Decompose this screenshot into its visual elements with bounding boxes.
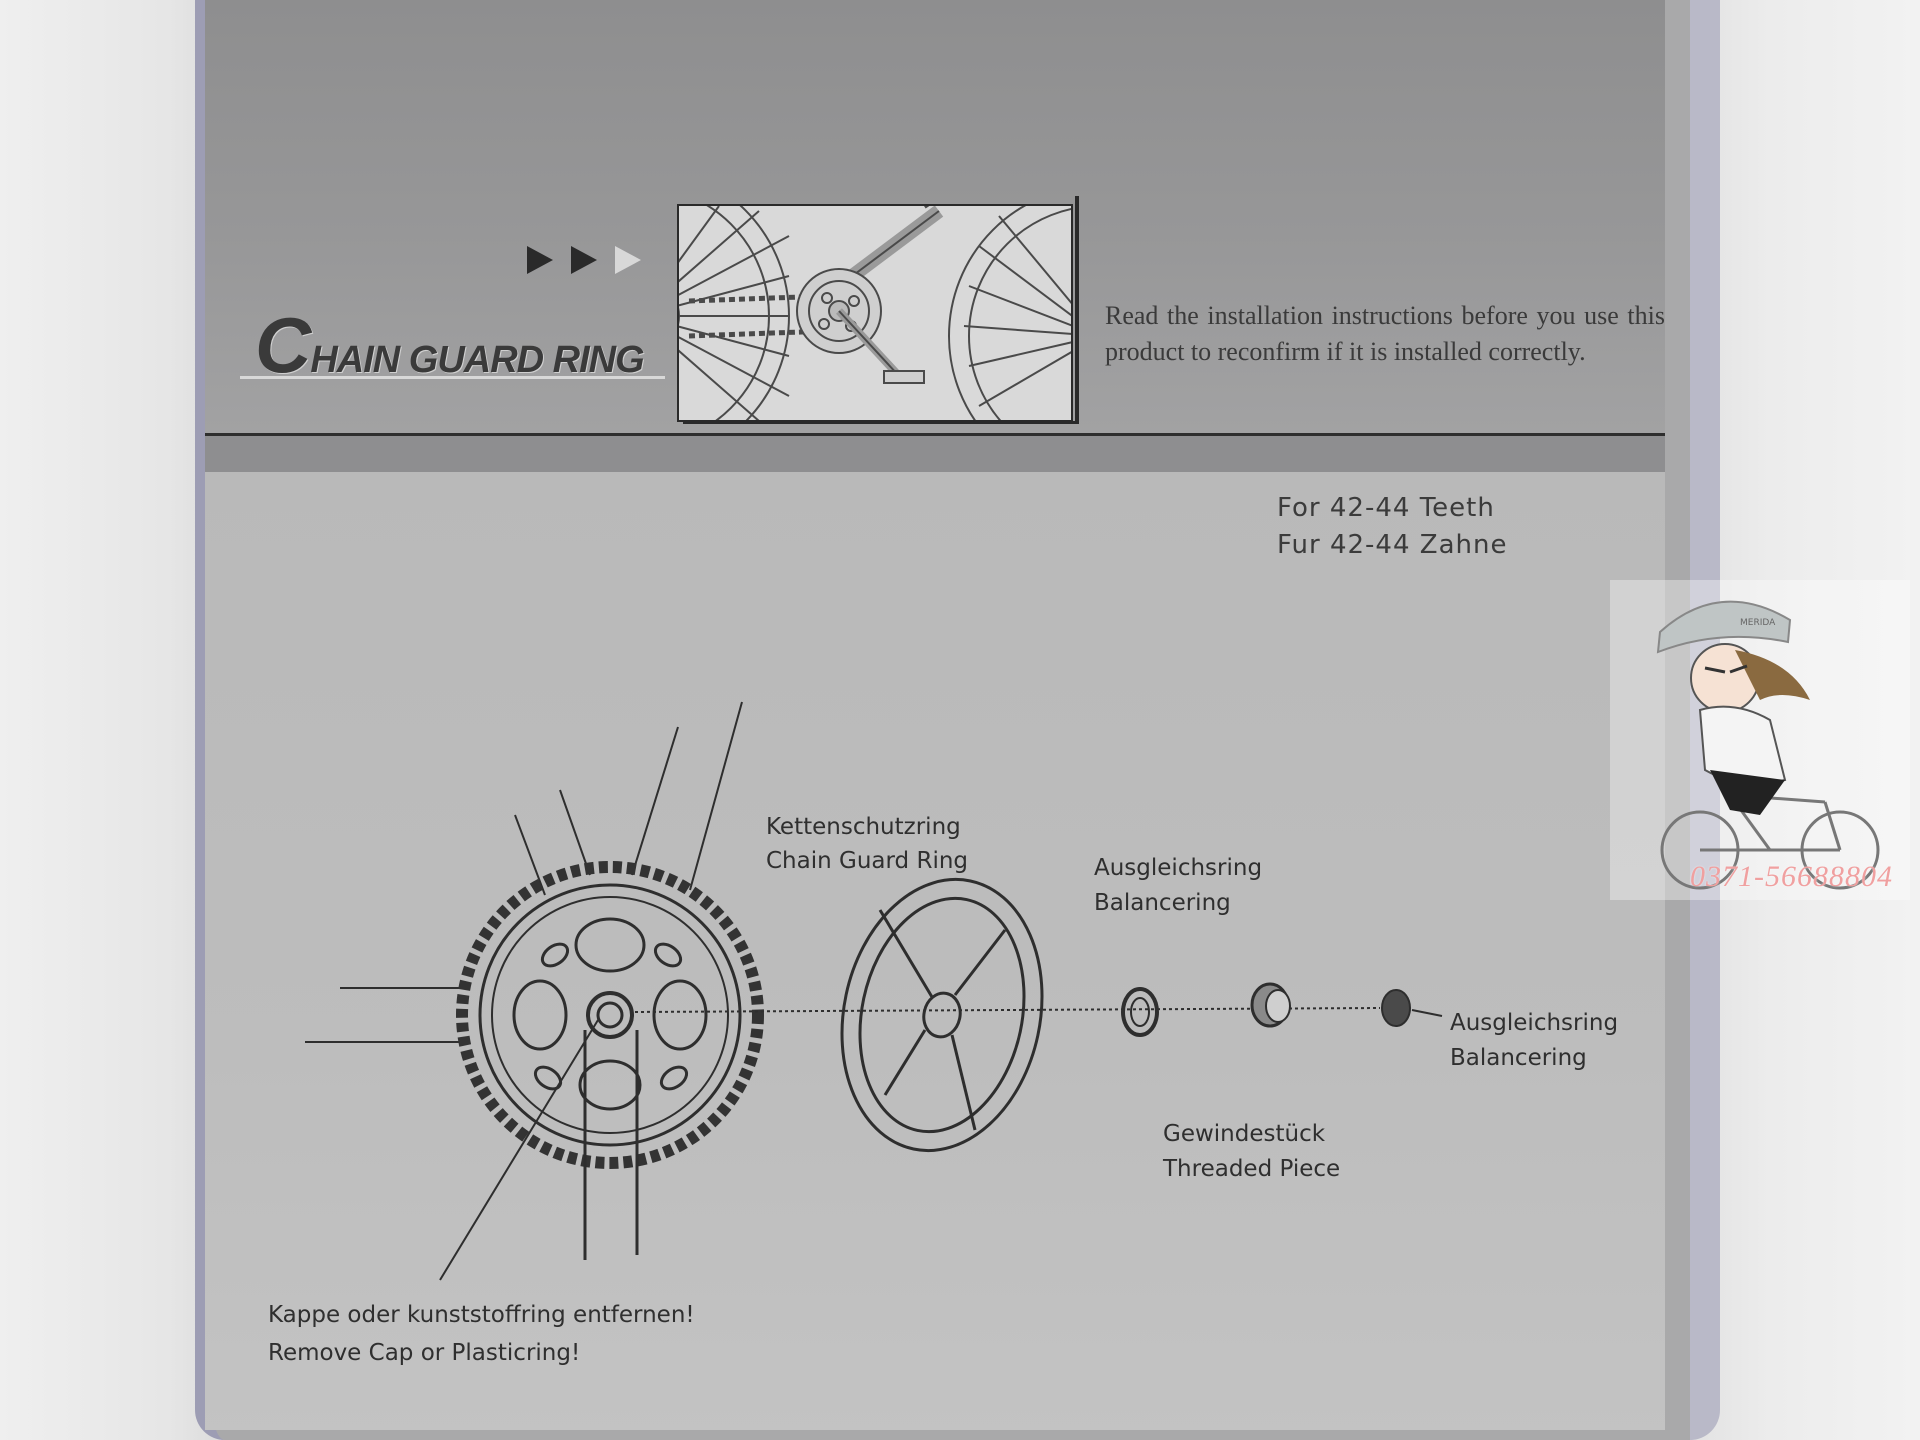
bike-illustration (677, 204, 1073, 422)
chain-guard-ring (840, 877, 1044, 1153)
spider-cutout (578, 1059, 642, 1111)
label-threaded-en: Threaded Piece (1163, 1156, 1341, 1182)
crank-bolt (586, 991, 634, 1039)
spider-slot (533, 1065, 563, 1091)
leader-line (1411, 1009, 1443, 1017)
watermark-phone: 0371-56688804 (1690, 860, 1893, 893)
label-balancer2-de: Ausgleichsring (1450, 1010, 1619, 1036)
spider-slot (659, 1065, 689, 1091)
spider-cutout (652, 979, 708, 1051)
title-underline (240, 376, 665, 379)
balancer-ring-1-inner (1130, 997, 1150, 1027)
helmet-text: MERIDA (1740, 618, 1776, 628)
frame-tube-line (514, 814, 546, 896)
spider-slot (653, 942, 683, 968)
product-card: CHAIN GUARD RING (205, 0, 1665, 1430)
spider-cutout (574, 917, 646, 973)
label-chain-guard-de: Kettenschutzring (766, 814, 961, 840)
teeth-spec: For 42-44 Teeth Fur 42-44 Zahne (1277, 490, 1507, 564)
intro-text: Read the installation instructions befor… (1105, 301, 1665, 366)
frame-tube-line (631, 726, 679, 876)
bike-drawing-icon (679, 206, 1071, 420)
product-title: CHAIN GUARD RING (255, 300, 645, 391)
spider-slot (540, 942, 570, 968)
label-balancer2-en: Balancering (1450, 1045, 1587, 1071)
label-remove-de: Kappe oder kunststoffring entfernen! (268, 1302, 695, 1328)
label-balancer1-de: Ausgleichsring (1094, 855, 1263, 881)
chainring-inner (491, 896, 729, 1134)
frame-tube-line (559, 789, 591, 876)
product-title-initial: C (255, 301, 311, 389)
frame-tube-line (689, 701, 743, 891)
label-balancer1-en: Balancering (1094, 890, 1231, 916)
leader-line (439, 1019, 599, 1281)
header-rule (205, 433, 1665, 436)
label-threaded-de: Gewindestück (1163, 1121, 1326, 1147)
balancer-ring-2 (1381, 989, 1411, 1027)
chainring-teeth (456, 861, 764, 1169)
threaded-piece (1250, 982, 1291, 1028)
card-content (205, 472, 1665, 1430)
crank-bolt-inner (596, 1001, 624, 1029)
teeth-spec-de: Fur 42-44 Zahne (1277, 530, 1508, 560)
cyclist-mascot-icon: MERIDA (1610, 580, 1910, 900)
play-arrows-icon (527, 246, 641, 274)
spider-cutout (512, 979, 568, 1051)
photo-shadow-bottom (683, 421, 1079, 424)
balancer-ring-1 (1121, 987, 1159, 1037)
chainring-outer (478, 883, 742, 1147)
photo-shadow-right (1075, 196, 1079, 424)
label-remove-en: Remove Cap or Plasticring! (268, 1340, 581, 1366)
label-chain-guard-en: Chain Guard Ring (766, 848, 969, 874)
product-title-rest: HAIN GUARD RING (310, 339, 644, 381)
header-band (205, 436, 1665, 472)
teeth-spec-en: For 42-44 Teeth (1277, 493, 1495, 523)
